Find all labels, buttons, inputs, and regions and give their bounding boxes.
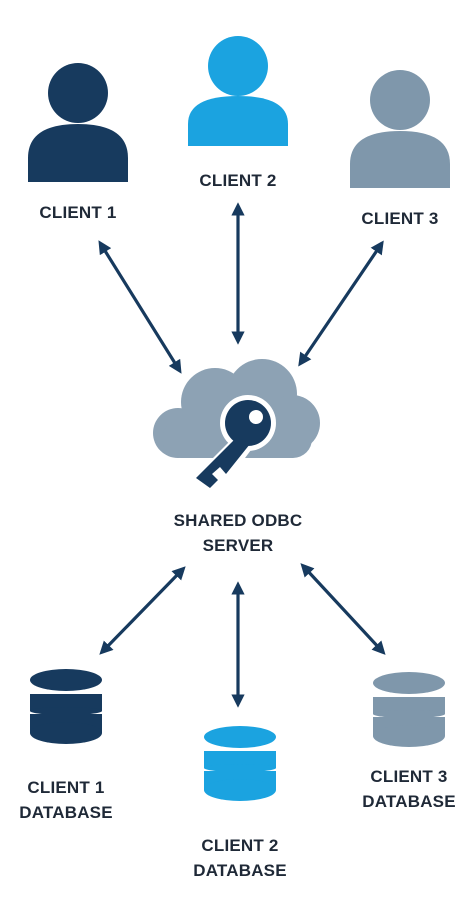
- server-database-1-arrow: [99, 566, 186, 655]
- client-2-database-icon: [204, 726, 276, 801]
- client-1-user-icon: [28, 63, 128, 182]
- client-3-server-arrow: [298, 240, 384, 367]
- database-2-label-line1: CLIENT 2: [201, 836, 278, 855]
- database-1-label-line1: CLIENT 1: [27, 778, 104, 797]
- client-2-label: CLIENT 2: [199, 171, 276, 190]
- database-3-label-line1: CLIENT 3: [370, 767, 447, 786]
- key-icon: [190, 395, 276, 496]
- database-2-label-line2: DATABASE: [193, 861, 287, 880]
- database-3-label-line2: DATABASE: [362, 792, 456, 811]
- client-3-label: CLIENT 3: [361, 209, 438, 228]
- server-label-line1: SHARED ODBC: [174, 511, 303, 530]
- server-database-3-arrow: [300, 563, 386, 655]
- database-1-label-line2: DATABASE: [19, 803, 113, 822]
- client-3-database-icon: [373, 672, 445, 747]
- cloud-key-icon: [153, 359, 320, 496]
- server-label-line2: SERVER: [203, 536, 274, 555]
- client-1-label: CLIENT 1: [39, 203, 116, 222]
- client-1-server-arrow: [98, 240, 182, 374]
- client-2-user-icon: [188, 36, 288, 146]
- client-3-user-icon: [350, 70, 450, 188]
- client-1-database-icon: [30, 669, 102, 744]
